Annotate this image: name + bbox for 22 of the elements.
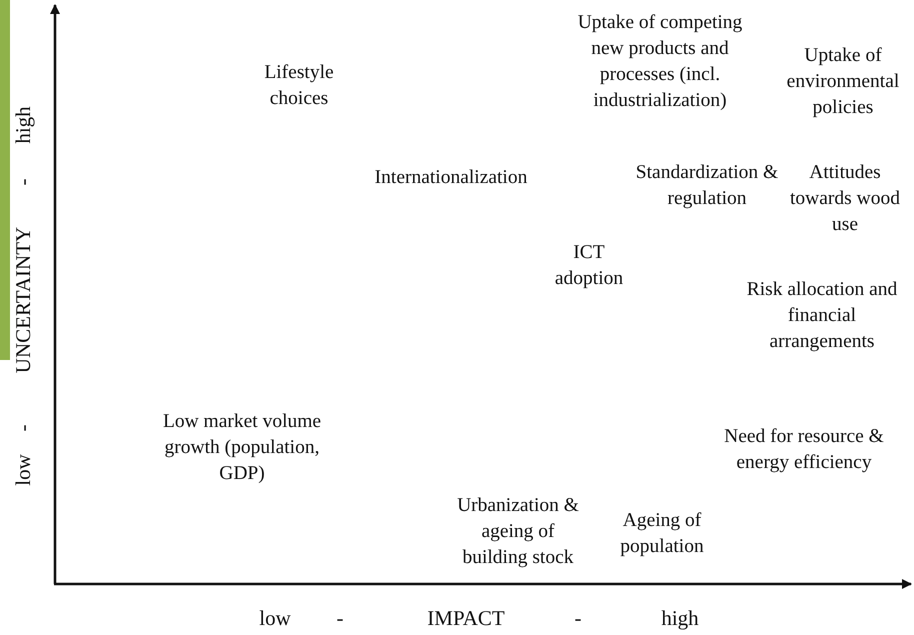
factor-label: Urbanization & ageing of building stock xyxy=(456,494,580,570)
factor-label: Internationalization xyxy=(374,166,528,190)
axis-label: low xyxy=(259,606,291,630)
axis-label: high xyxy=(661,606,699,630)
factor-label: Need for resource & energy efficiency xyxy=(723,425,885,475)
factor-label: Uptake of environmental policies xyxy=(786,44,900,120)
factor-label: Low market volume growth (population, GDP) xyxy=(162,410,322,486)
factor-label: Attitudes towards wood use xyxy=(789,161,901,237)
factor-label: Lifestyle choices xyxy=(263,61,335,111)
axis-label: - xyxy=(11,178,35,186)
factor-label: ICT adoption xyxy=(554,241,624,291)
axis-label: UNCERTAINTY xyxy=(11,226,35,374)
axis-label: low xyxy=(11,454,35,486)
factor-label: Risk allocation and financial arrangements xyxy=(746,278,898,354)
factor-label: Standardization & regulation xyxy=(634,161,780,211)
axis-label: - xyxy=(336,606,344,630)
axis-label: IMPACT xyxy=(427,606,505,630)
factor-label: Ageing of population xyxy=(619,509,705,559)
axis-label: high xyxy=(11,106,35,144)
factor-label: Uptake of competing new products and processes (incl. industrialization) xyxy=(576,11,744,113)
axis-label: - xyxy=(11,424,35,432)
axis-label: - xyxy=(574,606,582,630)
